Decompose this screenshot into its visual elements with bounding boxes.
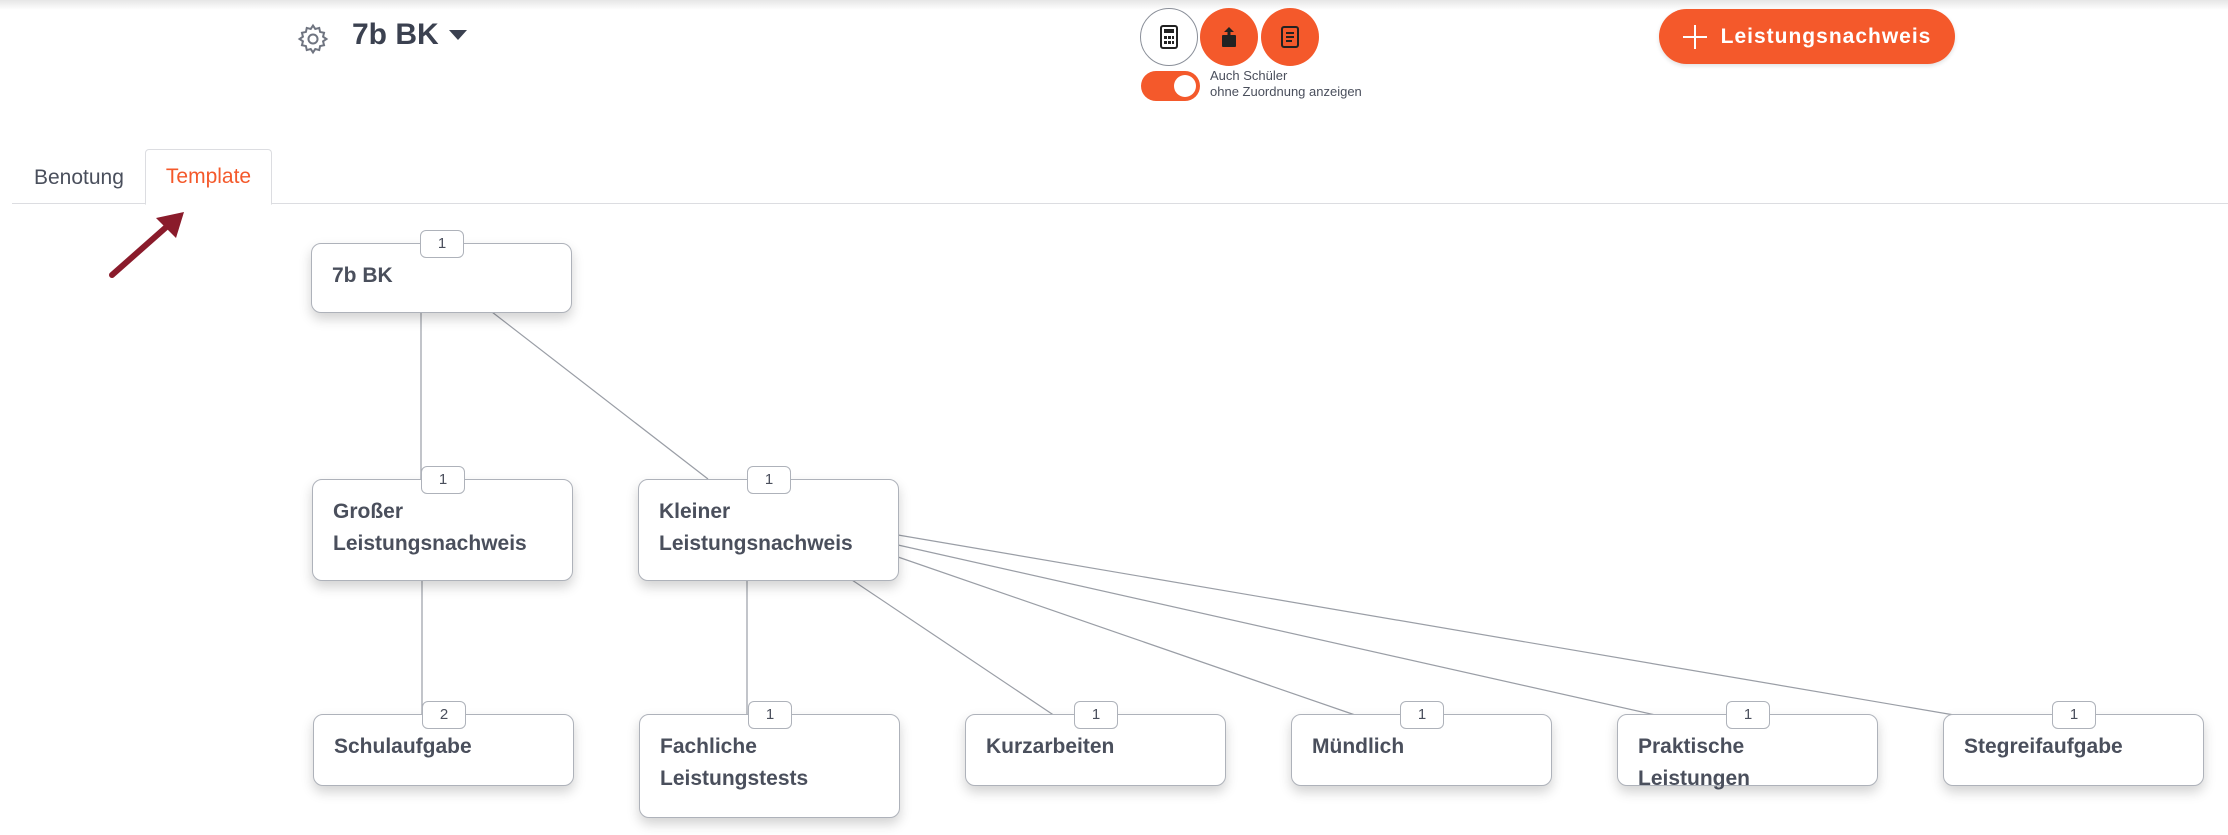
annotation-arrow-icon <box>109 212 184 278</box>
caret-down-icon <box>448 30 467 40</box>
tab-bar-divider <box>12 203 2228 204</box>
weight-badge: 1 <box>421 466 465 494</box>
share-export-icon <box>1222 27 1236 47</box>
node-label-line1: Praktische Leistungen <box>1638 735 1751 790</box>
tree-node-grosser-leistungsnachweis[interactable]: 1 Großer Leistungsnachweis <box>312 466 573 581</box>
tree-node-root[interactable]: 1 7b BK <box>311 230 572 313</box>
toggle-knob <box>1174 75 1196 97</box>
node-label-line2: Leistungsnachweis <box>333 532 527 555</box>
node-label-line2: Leistungstests <box>660 767 809 790</box>
show-unassigned-toggle[interactable] <box>1141 71 1200 101</box>
report-button[interactable] <box>1261 8 1319 66</box>
weight-badge: 1 <box>2052 701 2096 729</box>
node-label-line1: Großer <box>333 500 404 523</box>
tree-node-kleiner-leistungsnachweis[interactable]: 1 Kleiner Leistungsnachweis <box>638 466 899 581</box>
weight-badge: 2 <box>422 701 466 729</box>
node-label-line2: Leistungsnachweis <box>659 532 853 555</box>
settings-gear-icon[interactable] <box>296 22 330 56</box>
node-label: 7b BK <box>332 264 393 287</box>
tree-node-kurzarbeiten[interactable]: 1 Kurzarbeiten <box>965 701 1226 786</box>
plus-icon <box>1682 24 1707 49</box>
node-label-line1: Fachliche <box>660 735 757 758</box>
class-selector[interactable]: 7b BK <box>352 18 467 52</box>
add-leistungsnachweis-button[interactable]: Leistungsnachweis <box>1659 9 1955 64</box>
toggle-label: Auch Schüler ohne Zuordnung anzeigen <box>1210 68 1362 100</box>
tree-node-schulaufgabe[interactable]: 2 Schulaufgabe <box>313 701 574 786</box>
top-shadow <box>0 0 2228 10</box>
calculator-button[interactable] <box>1140 8 1198 66</box>
weight-badge: 1 <box>1400 701 1444 729</box>
document-icon <box>1281 26 1299 48</box>
tree-node-fachliche-leistungstests[interactable]: 1 Fachliche Leistungstests <box>639 701 900 818</box>
tree-node-praktische-leistungen[interactable]: 1 Praktische Leistungen <box>1617 701 1878 790</box>
node-label-line1: Kleiner <box>659 500 731 523</box>
node-label-line1: Stegreifaufgabe <box>1964 735 2123 758</box>
weight-badge: 1 <box>748 701 792 729</box>
tree-node-stegreifaufgabe[interactable]: 1 Stegreifaufgabe <box>1943 701 2204 786</box>
add-button-label: Leistungsnachweis <box>1720 24 1932 48</box>
weight-badge: 1 <box>1726 701 1770 729</box>
node-label-line1: Kurzarbeiten <box>986 735 1115 758</box>
class-title: 7b BK <box>352 18 439 51</box>
weight-badge: 1 <box>1074 701 1118 729</box>
node-label-line1: Schulaufgabe <box>334 735 472 758</box>
tree-node-muendlich[interactable]: 1 Mündlich <box>1291 701 1552 786</box>
toggle-label-line1: Auch Schüler <box>1210 68 1288 83</box>
export-button[interactable] <box>1200 8 1258 66</box>
tab-template[interactable]: Template <box>145 149 272 205</box>
calculator-icon <box>1160 25 1178 49</box>
toggle-label-line2: ohne Zuordnung anzeigen <box>1210 84 1362 99</box>
node-label-line1: Mündlich <box>1312 735 1405 758</box>
weight-badge: 1 <box>747 466 791 494</box>
weight-badge: 1 <box>420 230 464 258</box>
tab-benotung[interactable]: Benotung <box>34 166 124 189</box>
